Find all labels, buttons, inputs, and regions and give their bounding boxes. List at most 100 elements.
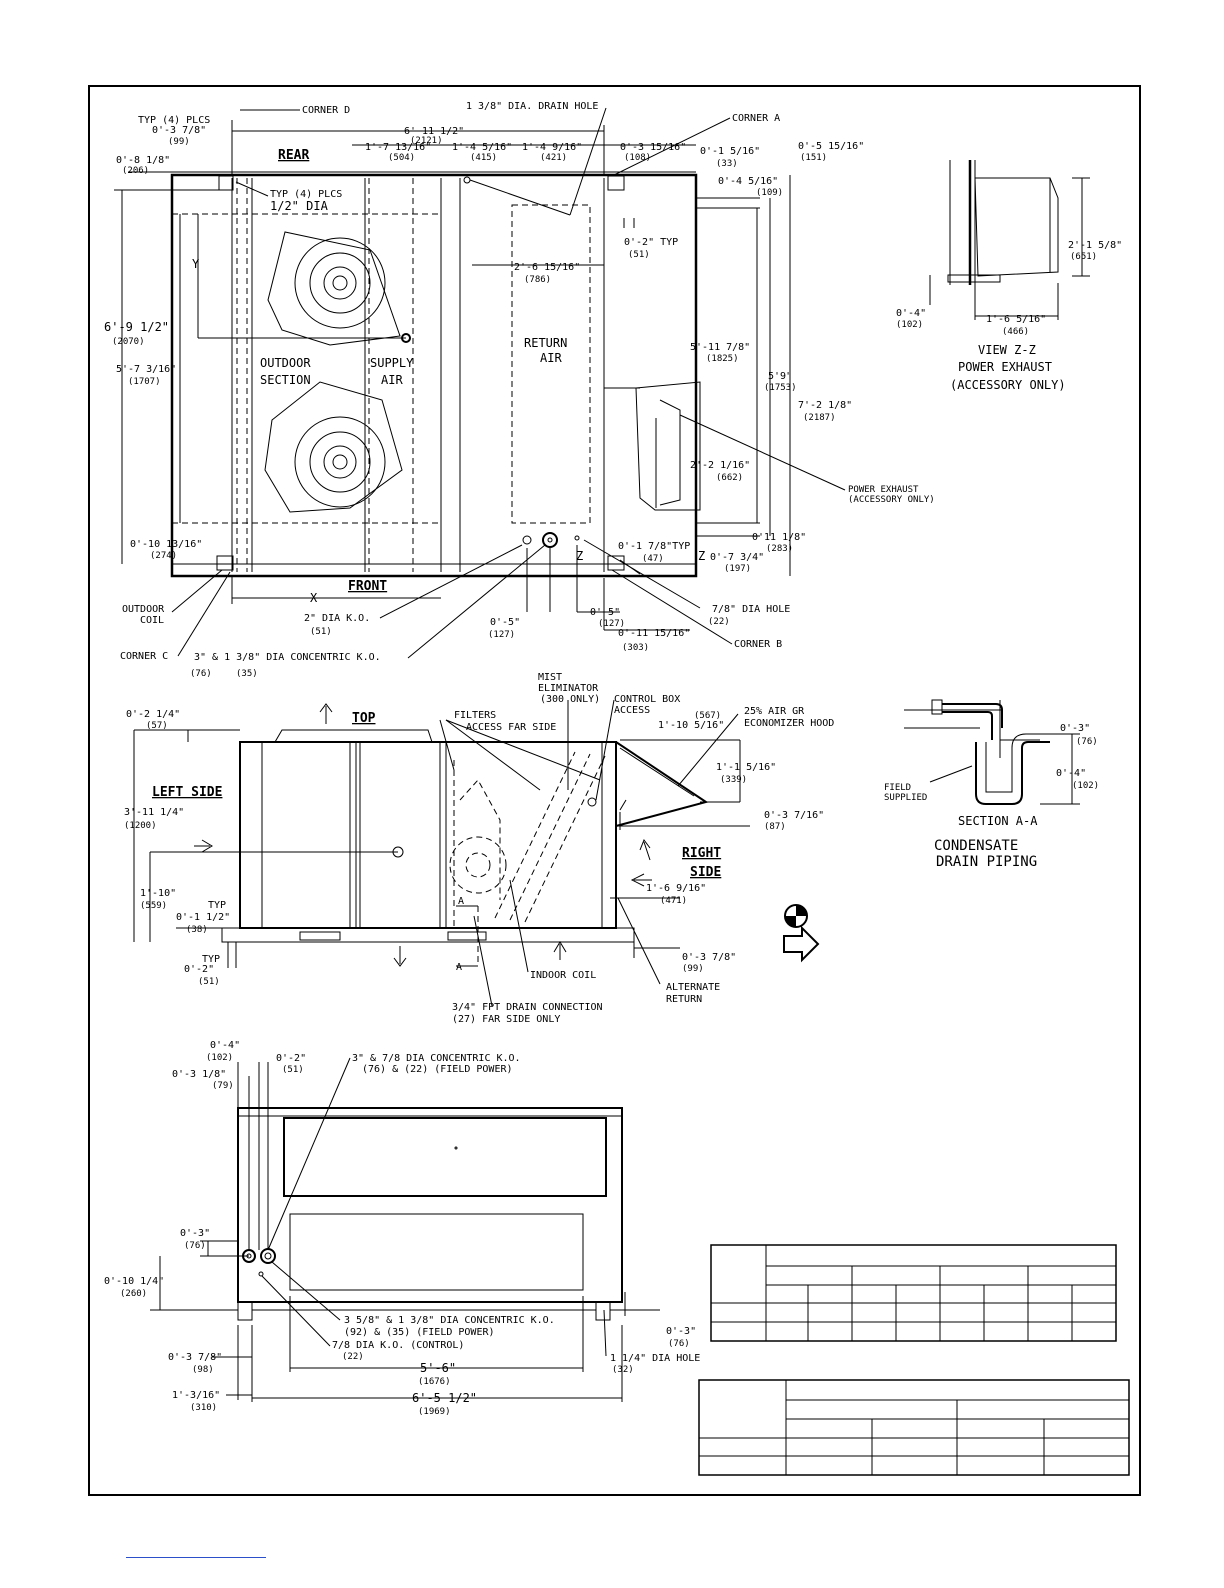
dim-front-0-3b: 0'-3" <box>666 1326 696 1337</box>
dim-front-0-4: 0'-4" <box>210 1040 240 1051</box>
dim-0-3-15-16: 0'-3 15/16" <box>620 142 686 153</box>
dim-2-1-5-8: 2'-1 5/8" <box>1068 240 1122 251</box>
label-return-alt: RETURN <box>666 994 702 1005</box>
side-view: 0'-2 1/4" (57) TOP FILTERS ACCESS FAR SI… <box>124 672 834 1025</box>
dim-1-4-9-16: 1'-4 9/16" <box>522 142 582 153</box>
dim-0-10-13-16: 0'-10 13/16" <box>130 539 202 550</box>
dim-aa-102: (102) <box>1072 781 1099 791</box>
plan-view: CORNER D 1 3/8" DIA. DRAIN HOLE CORNER A… <box>104 101 935 679</box>
dim-front-0-2: 0'-2" <box>276 1053 306 1064</box>
dim-559: (559) <box>140 901 167 911</box>
label-a-top: A <box>458 896 464 907</box>
label-ko-field-power-1: 3" & 7/8 DIA CONCENTRIC K.O. <box>352 1053 521 1064</box>
dim-1825: (1825) <box>706 354 739 364</box>
plan-outline <box>170 173 698 578</box>
view-z-z-title: VIEW Z-Z <box>978 343 1036 357</box>
front-view: 0'-4" (102) 0'-2" (51) 3" & 7/8 DIA CONC… <box>104 1040 700 1417</box>
label-supply: SUPPLY <box>370 356 414 370</box>
dim-1676: (1676) <box>418 1377 451 1387</box>
label-typ-4-plcs-2: TYP (4) PLCS <box>270 189 342 200</box>
dim-aa-0-4: 0'-4" <box>1056 768 1086 779</box>
sheet-border <box>88 85 1141 1496</box>
dim-151: (151) <box>800 153 827 163</box>
dim-5-11-7-8: 5'-11 7/8" <box>690 342 750 353</box>
label-supplied: SUPPLIED <box>884 793 927 803</box>
dim-283: (283) <box>766 544 793 554</box>
label-y: Y <box>192 257 200 271</box>
dim-471: (471) <box>660 896 687 906</box>
dim-1200: (1200) <box>124 821 157 831</box>
label-power-exhaust: POWER EXHAUST <box>848 485 919 495</box>
dim-109: (109) <box>756 188 783 198</box>
label-ko-field-power-1b: (76) & (22) (FIELD POWER) <box>362 1064 513 1075</box>
front-outline <box>237 1107 623 1303</box>
knockout-concentric <box>542 532 558 548</box>
dim-side-51: (51) <box>198 977 220 987</box>
dim-79: (79) <box>212 1081 234 1091</box>
label-filters: FILTERS <box>454 710 496 721</box>
airflow-arrow-icon <box>783 925 820 963</box>
caption-drain-piping: DRAIN PIPING <box>936 854 1037 870</box>
dim-0-3-7-16: 0'-3 7/16" <box>764 810 824 821</box>
label-mist: MIST <box>538 672 562 683</box>
dim-0-3-1-8: 0'-3 1/8" <box>172 1069 226 1080</box>
dim-415: (415) <box>470 153 497 163</box>
dim-51a: (51) <box>628 250 650 260</box>
label-half-dia: 1/2" DIA <box>270 199 329 213</box>
dim-339: (339) <box>720 775 747 785</box>
section-a-a: 0'-3" (76) 0'-4" (102) FIELD SUPPLIED SE… <box>884 699 1099 870</box>
dim-0-5-15-16: 0'-5 15/16" <box>798 141 864 152</box>
power-exhaust-profile <box>974 177 1059 277</box>
dim-99: (99) <box>168 137 190 147</box>
label-1-1-4-hole: 1 1/4" DIA HOLE <box>610 1353 700 1364</box>
base-rail <box>221 927 635 943</box>
label-field: FIELD <box>884 783 911 793</box>
label-left-side: LEFT SIDE <box>152 785 222 800</box>
dim-front-76b: (76) <box>668 1339 690 1349</box>
dim-front-102: (102) <box>206 1053 233 1063</box>
label-drain-connection: 3/4" FPT DRAIN CONNECTION <box>452 1002 603 1013</box>
dim-98: (98) <box>192 1365 214 1375</box>
label-concentric-ko: 3" & 1 3/8" DIA CONCENTRIC K.O. <box>194 652 381 663</box>
dim-0-2-typ: 0'-2" TYP <box>624 237 678 248</box>
label-corner-b: CORNER B <box>734 639 782 650</box>
label-corner-d: CORNER D <box>302 105 350 116</box>
label-access-far-side: ACCESS FAR SIDE <box>466 722 556 733</box>
dim-567: (567) <box>694 711 721 721</box>
label-control-box: CONTROL BOX <box>614 694 680 705</box>
dim-303: (303) <box>622 643 649 653</box>
dim-2-2-1-16: 2'-2 1/16" <box>690 460 750 471</box>
label-eliminator: ELIMINATOR <box>538 683 599 694</box>
dim-front-0-3a: 0'-3" <box>180 1228 210 1239</box>
dim-1-6-5-16: 1'-6 5/16" <box>986 314 1046 325</box>
hole-7-8 <box>574 535 580 541</box>
lifting-hole-corner-c <box>216 555 234 571</box>
dim-2121: (2121) <box>410 136 443 146</box>
dim-0-1-7-8-typ: 0'-1 7/8"TYP <box>618 541 690 552</box>
dim-1-7-13-16: 1'-7 13/16" <box>365 142 431 153</box>
dim-197: (197) <box>724 564 751 574</box>
dim-side-0-3-7-8: 0'-3 7/8" <box>682 952 736 963</box>
label-right: RIGHT <box>682 846 721 861</box>
label-7-8-hole: 7/8" DIA HOLE <box>712 604 790 615</box>
dim-38: (38) <box>186 925 208 935</box>
label-access: ACCESS <box>614 705 650 716</box>
dim-87: (87) <box>764 822 786 832</box>
dim-1-3-16: 1'-3/16" <box>172 1390 220 1401</box>
dim-786: (786) <box>524 275 551 285</box>
dim-0-5a: 0'-5" <box>490 617 520 628</box>
dim-0-5b: 0'-5" <box>590 607 620 618</box>
dim-2187: (2187) <box>803 413 836 423</box>
dim-260: (260) <box>120 1289 147 1299</box>
dim-108: (108) <box>624 153 651 163</box>
drain-hole-symbol <box>463 176 471 184</box>
label-drain-hole: 1 3/8" DIA. DRAIN HOLE <box>466 101 598 112</box>
dim-274: (274) <box>150 551 177 561</box>
dim-side-0-2: 0'-2" <box>184 964 214 975</box>
dim-47: (47) <box>642 554 664 564</box>
dim-front-76a: (76) <box>184 1241 206 1251</box>
lifting-hole-corner-b <box>607 555 625 571</box>
dim-35: (35) <box>236 669 258 679</box>
dim-aa-76: (76) <box>1076 737 1098 747</box>
